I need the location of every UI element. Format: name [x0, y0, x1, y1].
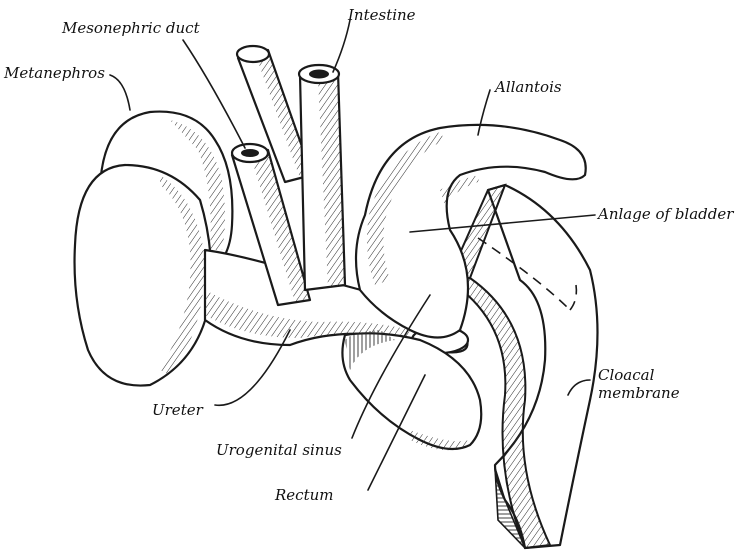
- label-mesonephric-duct: Mesonephric duct: [61, 19, 201, 37]
- label-cloacal-membrane-line2: membrane: [598, 384, 680, 402]
- label-cloacal-membrane-line1: Cloacal: [598, 366, 655, 384]
- cloacal-membrane-shape: [448, 185, 598, 548]
- leader-intestine: [333, 20, 350, 72]
- label-rectum: Rectum: [274, 486, 333, 504]
- label-urogenital-sinus: Urogenital sinus: [216, 441, 342, 459]
- label-allantois: Allantois: [493, 78, 562, 96]
- label-metanephros: Metanephros: [3, 64, 105, 82]
- label-anlage-of-bladder: Anlage of bladder: [596, 205, 734, 223]
- intestine-shape: [299, 65, 345, 290]
- metanephros-shape: [75, 112, 233, 386]
- leader-metanephros: [110, 75, 130, 110]
- label-ureter: Ureter: [152, 401, 204, 419]
- label-intestine: Intestine: [347, 6, 416, 24]
